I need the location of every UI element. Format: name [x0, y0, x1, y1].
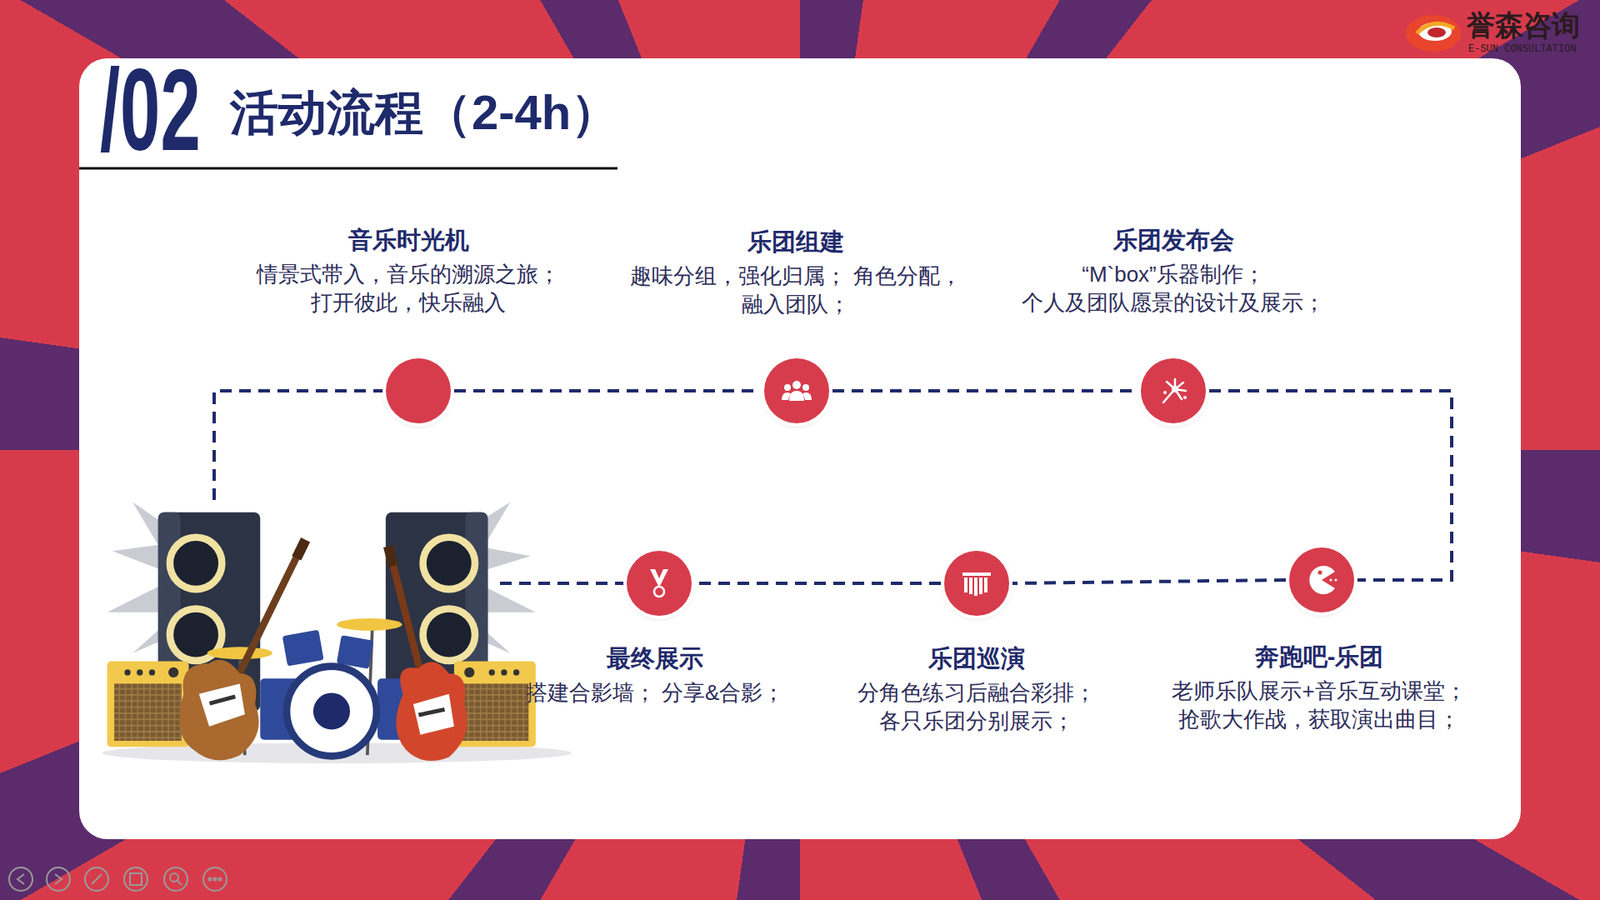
- process-step: 奔跑吧-乐团老师乐队展示+音乐互动课堂； 抢歌大作战，获取演出曲目；: [1127, 641, 1511, 734]
- process-step: 乐团发布会 “M`box”乐器制作； 个人及团队愿景的设计及展示；: [981, 225, 1365, 317]
- step-circle: [1289, 547, 1355, 613]
- step-circle: [385, 358, 451, 424]
- process-step: 乐团组建趣味分组，强化归属； 角色分配，融入团队；: [604, 226, 988, 319]
- slide-title: 活动流程（2-4h）: [230, 83, 620, 142]
- step-heading: 乐团组建: [604, 226, 988, 257]
- step-description: 分角色练习后融合彩排； 各只乐团分别展示；: [785, 678, 1169, 735]
- step-heading: 奔跑吧-乐团: [1127, 641, 1511, 672]
- step-description: “M`box”乐器制作； 个人及团队愿景的设计及展示；: [981, 260, 1365, 317]
- step-icon: [1305, 563, 1339, 597]
- step-heading: 最终展示: [463, 643, 847, 674]
- dashed-connector: [832, 389, 1138, 393]
- step-icon: [1156, 374, 1190, 408]
- step-heading: 音乐时光机: [216, 225, 600, 255]
- logo-text: 誉森咨询: [1466, 8, 1580, 42]
- step-circle: [764, 358, 830, 424]
- toolbar-icons: [9, 867, 227, 891]
- step-circle: [1140, 358, 1206, 424]
- step-heading: 乐团发布会: [981, 225, 1365, 255]
- step-circle: [626, 550, 692, 616]
- step-icon: [780, 374, 814, 408]
- dashed-connector: [695, 581, 941, 585]
- section-number: /02: [100, 51, 201, 169]
- step-description: 趣味分组，强化归属； 角色分配，融入团队；: [604, 261, 988, 319]
- logo-subtext: E-SUN CONSULTATION: [1468, 43, 1577, 55]
- dashed-connector: [1012, 580, 1286, 584]
- step-description: 情景式带入，音乐的溯源之旅； 打开彼此，快乐融入: [216, 260, 600, 317]
- step-circle: [944, 550, 1010, 616]
- step-description: 搭建合影墙； 分享&合影；: [463, 678, 847, 707]
- logo-mark: [1405, 15, 1461, 52]
- dashed-connector: [454, 389, 761, 393]
- step-description: 老师乐队展示+音乐互动课堂； 抢歌大作战，获取演出曲目；: [1127, 676, 1511, 734]
- process-step: 音乐时光机情景式带入，音乐的溯源之旅； 打开彼此，快乐融入: [216, 225, 600, 317]
- step-heading: 乐团巡演: [785, 643, 1169, 674]
- step-icon: [642, 566, 676, 600]
- process-step: 最终展示搭建合影墙； 分享&合影；: [463, 643, 847, 707]
- step-icon: [960, 566, 994, 600]
- process-step: 乐团巡演分角色练习后融合彩排； 各只乐团分别展示；: [785, 643, 1169, 735]
